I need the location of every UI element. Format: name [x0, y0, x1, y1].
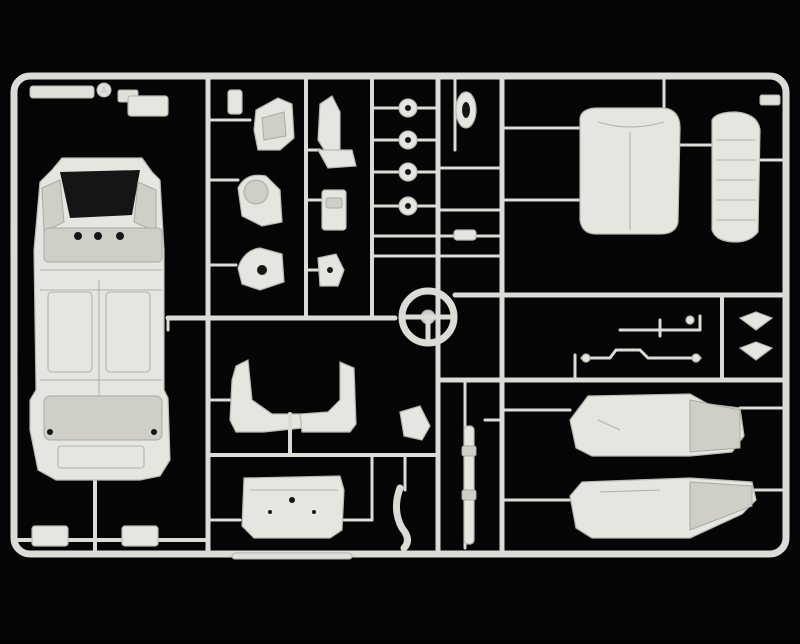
linkage-rod-parts: [580, 311, 774, 363]
hub-parts-column: [398, 91, 477, 241]
hose-and-strut-parts: [393, 425, 477, 552]
engine-detail-parts-column: [227, 89, 295, 291]
suspension-detail-parts-column: [316, 95, 357, 287]
steering-wheel-part: [398, 287, 458, 347]
tank-box-part: [241, 475, 345, 539]
sprue-id-tags: A: [29, 82, 781, 547]
suspension-arm-parts: [229, 359, 431, 457]
door-panel-parts: [569, 393, 757, 539]
car-floor-pan-part: [29, 157, 171, 481]
seat-parts: [579, 107, 761, 243]
sprue-letter-text: A: [101, 86, 107, 95]
sprue-runner-frame: [10, 72, 790, 560]
